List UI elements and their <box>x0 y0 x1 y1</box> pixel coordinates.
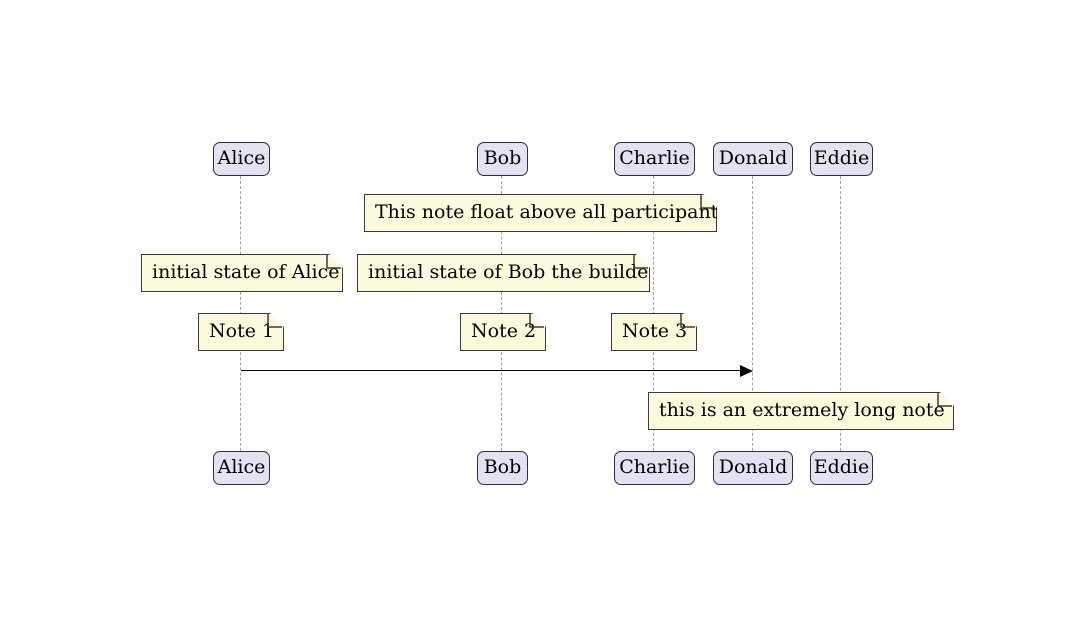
note-1-text: Note 1 <box>209 320 275 342</box>
participant-top-alice[interactable]: Alice <box>213 142 270 176</box>
note-3-text: Note 3 <box>622 320 688 342</box>
note-float-above-text: This note float above all participants <box>375 201 729 223</box>
participant-bottom-alice[interactable]: Alice <box>213 451 270 485</box>
note-initial-alice-text: initial state of Alice <box>152 261 340 283</box>
note-initial-bob-text: initial state of Bob the builder <box>368 261 658 283</box>
message-alice-to-donald-arrowhead <box>740 365 753 377</box>
message-alice-to-donald-line <box>241 370 742 371</box>
participant-bottom-eddie[interactable]: Eddie <box>810 451 873 485</box>
participant-top-bob[interactable]: Bob <box>477 142 528 176</box>
note-long-text: this is an extremely long note <box>659 399 945 421</box>
participant-top-donald[interactable]: Donald <box>713 142 793 176</box>
note-long[interactable]: this is an extremely long note <box>648 392 954 430</box>
participant-bottom-bob[interactable]: Bob <box>477 451 528 485</box>
note-2[interactable]: Note 2 <box>460 313 546 351</box>
participant-bottom-donald[interactable]: Donald <box>713 451 793 485</box>
participant-top-eddie[interactable]: Eddie <box>810 142 873 176</box>
lifeline-donald <box>752 176 754 451</box>
note-float-above[interactable]: This note float above all participants <box>364 194 717 232</box>
participant-bottom-charlie[interactable]: Charlie <box>614 451 695 485</box>
note-initial-alice[interactable]: initial state of Alice <box>141 254 343 292</box>
note-3[interactable]: Note 3 <box>611 313 697 351</box>
note-1[interactable]: Note 1 <box>198 313 284 351</box>
note-initial-bob[interactable]: initial state of Bob the builder <box>357 254 650 292</box>
participant-top-charlie[interactable]: Charlie <box>614 142 695 176</box>
lifeline-eddie <box>840 176 842 451</box>
note-2-text: Note 2 <box>471 320 537 342</box>
